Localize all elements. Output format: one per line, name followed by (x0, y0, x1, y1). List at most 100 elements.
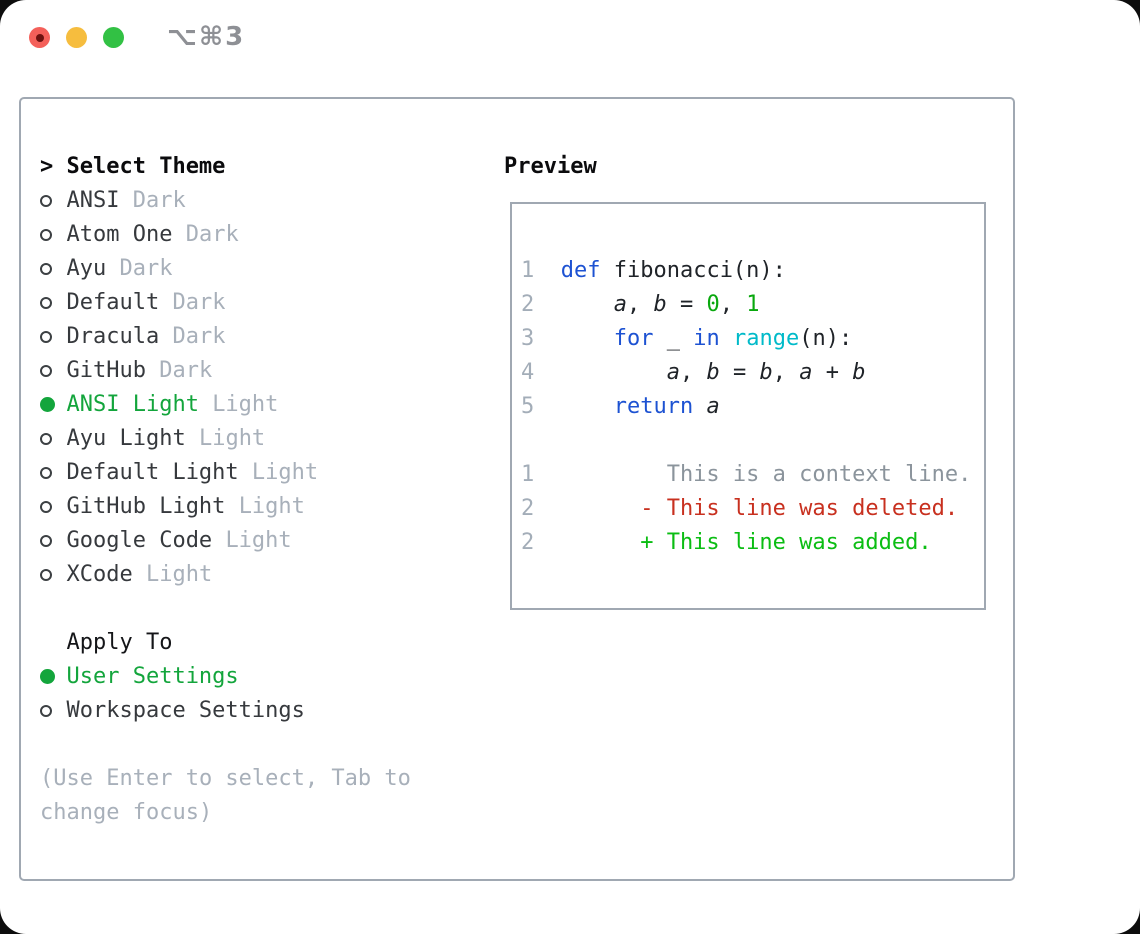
radio-circle (40, 365, 52, 377)
code-token: fibonacci(n): (600, 258, 786, 283)
line-number: 2 (521, 496, 535, 521)
radio-circle (40, 669, 55, 684)
theme-option-xcode-light[interactable]: XCode Light (40, 558, 480, 592)
code-token: in (693, 326, 720, 351)
radio-unselected-icon (40, 422, 66, 456)
blank-line (521, 424, 984, 458)
code-line: 4 a, b = b, a + b (521, 356, 984, 390)
theme-option-atom-one-dark[interactable]: Atom One Dark (40, 218, 480, 252)
theme-option-variant: Light (225, 528, 292, 553)
radio-unselected-icon (40, 456, 66, 490)
theme-option-variant: Dark (119, 256, 173, 281)
radio-unselected-icon (40, 286, 66, 320)
theme-option-label: Default Light (66, 460, 239, 485)
theme-option-label: XCode (66, 562, 133, 587)
code-token: a (666, 360, 680, 385)
line-number: 2 (521, 292, 535, 317)
preview-title: Preview (504, 154, 597, 179)
code-token: for (613, 326, 654, 351)
prompt-caret: > (40, 154, 54, 179)
code-token (693, 394, 706, 419)
theme-option-github-light-light[interactable]: GitHub Light Light (40, 490, 480, 524)
code-token: a (613, 292, 627, 317)
code-token (561, 292, 614, 317)
radio-circle (40, 331, 52, 343)
apply-to-option-label: User Settings (66, 664, 239, 689)
theme-option-label: Ayu (66, 256, 107, 281)
select-theme-header-row: >Select Theme (40, 150, 480, 184)
code-token: _ (653, 326, 694, 351)
code-token: def (560, 258, 601, 283)
theme-option-label: Google Code (66, 528, 213, 553)
radio-unselected-icon (40, 558, 66, 592)
theme-option-variant: Light (251, 460, 319, 485)
line-number: 4 (521, 360, 535, 385)
code-token (561, 394, 614, 419)
close-button[interactable] (29, 27, 50, 48)
theme-option-label: Atom One (66, 222, 173, 247)
theme-option-github-dark[interactable]: GitHub Dark (40, 354, 480, 388)
theme-option-variant: Dark (172, 290, 226, 315)
theme-option-variant: Light (198, 426, 266, 451)
code-token: range (732, 326, 800, 351)
code-token: , (772, 360, 800, 385)
code-token: + (812, 360, 853, 385)
theme-option-label: ANSI Light (66, 392, 199, 417)
theme-option-variant: Light (145, 562, 213, 587)
radio-unselected-icon (40, 218, 66, 252)
line-number: 1 (521, 462, 535, 487)
code-token: , (679, 360, 707, 385)
theme-option-ansi-light-light[interactable]: ANSI Light Light (40, 388, 480, 422)
radio-circle (40, 501, 52, 513)
theme-option-default-light-light[interactable]: Default Light Light (40, 456, 480, 490)
code-token: b (706, 360, 720, 385)
theme-option-label: GitHub Light (66, 494, 226, 519)
close-button-dot (35, 33, 44, 42)
theme-option-dracula-dark[interactable]: Dracula Dark (40, 320, 480, 354)
radio-circle (40, 433, 52, 445)
theme-option-label: Default (66, 290, 160, 315)
keyboard-shortcut-label: ⌥⌘3 (167, 22, 246, 52)
radio-circle (40, 397, 55, 412)
apply-to-option-label: Workspace Settings (66, 698, 305, 723)
theme-option-default-dark[interactable]: Default Dark (40, 286, 480, 320)
apply-to-option-user-settings[interactable]: User Settings (40, 660, 480, 694)
radio-unselected-icon (40, 252, 66, 286)
line-number: 1 (521, 258, 535, 283)
theme-option-variant: Light (212, 392, 279, 417)
theme-option-label: ANSI (66, 188, 120, 213)
apply-to-option-workspace-settings[interactable]: Workspace Settings (40, 694, 480, 728)
radio-circle (40, 467, 52, 479)
diff-added-line: 2 + This line was added. (521, 526, 984, 560)
code-token: a (799, 360, 813, 385)
theme-option-ayu-light-light[interactable]: Ayu Light Light (40, 422, 480, 456)
theme-option-google-code-light[interactable]: Google Code Light (40, 524, 480, 558)
theme-option-label: Ayu Light (66, 426, 186, 451)
code-token: return (613, 394, 694, 419)
code-token: = (719, 360, 760, 385)
code-line: 1 def fibonacci(n): (521, 254, 984, 288)
radio-circle (40, 569, 52, 581)
diff-deleted-line: 2 - This line was deleted. (521, 492, 984, 526)
code-line: 5 return a (521, 390, 984, 424)
maximize-button[interactable] (103, 27, 124, 48)
code-line: 3 for _ in range(n): (521, 322, 984, 356)
code-token: 1 (746, 292, 760, 317)
theme-option-ansi-dark[interactable]: ANSI Dark (40, 184, 480, 218)
code-token: + This line was added. (560, 530, 932, 555)
radio-unselected-icon (40, 354, 66, 388)
code-token: (n): (799, 326, 853, 351)
theme-option-label: Dracula (66, 324, 160, 349)
theme-option-variant: Dark (159, 358, 213, 383)
theme-option-ayu-dark[interactable]: Ayu Dark (40, 252, 480, 286)
theme-option-variant: Light (238, 494, 305, 519)
code-token: This is a context line. (560, 462, 972, 487)
minimize-button[interactable] (66, 27, 87, 48)
apply-to-title: Apply To (66, 630, 173, 655)
